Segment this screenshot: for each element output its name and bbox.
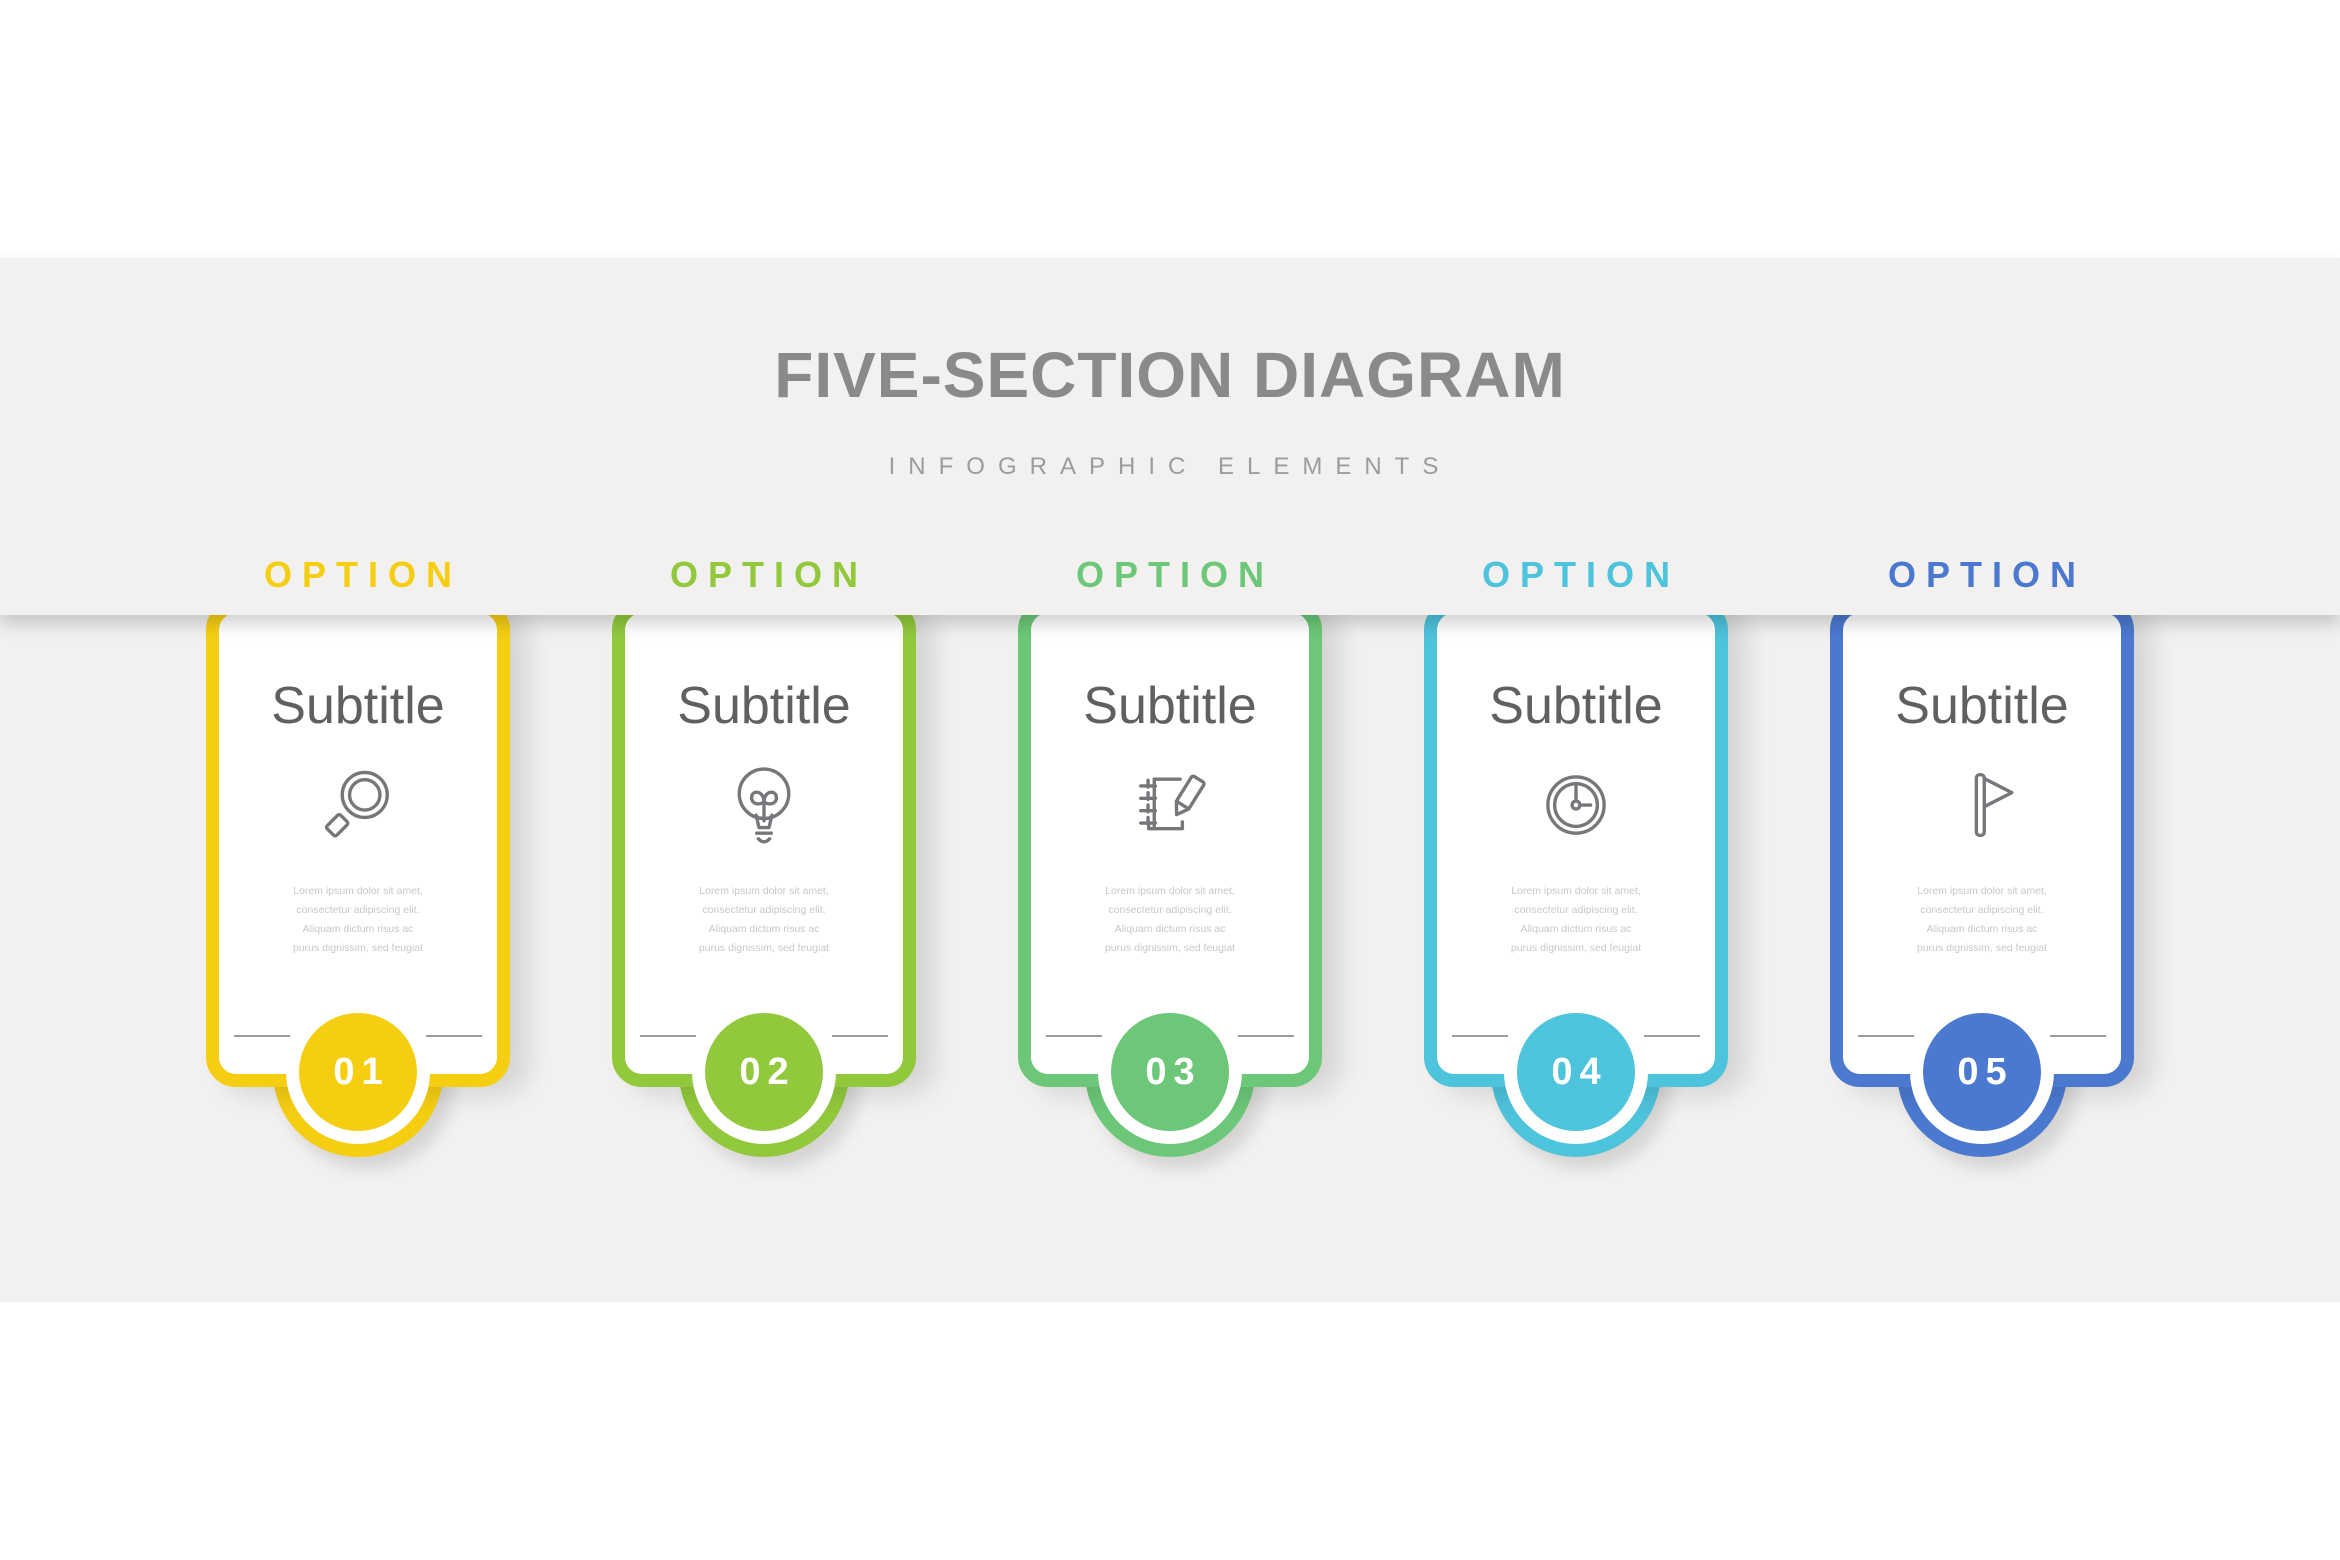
card-subtitle: Subtitle: [1083, 677, 1257, 735]
card-subtitle: Subtitle: [1895, 677, 2069, 735]
step-number-badge: 03: [1111, 1013, 1229, 1131]
card-subtitle: Subtitle: [271, 677, 445, 735]
step-number-badge: 05: [1923, 1013, 2041, 1131]
search-icon: [313, 760, 403, 850]
option-card-3: OPTION Subtitle Lorem ipsum dolor sit am…: [1018, 0, 1322, 1560]
divider-line: [1644, 1035, 1700, 1037]
divider-line: [2050, 1035, 2106, 1037]
divider-line: [234, 1035, 290, 1037]
step-number-badge: 01: [299, 1013, 417, 1131]
card-subtitle: Subtitle: [677, 677, 851, 735]
clock-icon: [1531, 760, 1621, 850]
option-card-5: OPTION Subtitle Lorem ipsum dolor sit am…: [1830, 0, 2134, 1560]
divider-line: [1046, 1035, 1102, 1037]
card-description: Lorem ipsum dolor sit amet, consectetur …: [1104, 885, 1236, 954]
divider-line: [1452, 1035, 1508, 1037]
option-label: OPTION: [263, 554, 462, 595]
step-number-badge: 04: [1517, 1013, 1635, 1131]
flag-icon: [1937, 760, 2027, 850]
option-label: OPTION: [1075, 554, 1274, 595]
card-description: Lorem ipsum dolor sit amet, consectetur …: [292, 885, 424, 954]
card-description: Lorem ipsum dolor sit amet, consectetur …: [1510, 885, 1642, 954]
lightbulb-icon: [719, 760, 809, 850]
card-description: Lorem ipsum dolor sit amet, consectetur …: [698, 885, 830, 954]
card-description: Lorem ipsum dolor sit amet, consectetur …: [1916, 885, 2048, 954]
option-label: OPTION: [1887, 554, 2086, 595]
notebook-pencil-icon: [1125, 760, 1215, 850]
option-card-1: OPTION Subtitle Lorem ipsum dolor sit am…: [206, 0, 510, 1560]
option-card-4: OPTION Subtitle Lorem ipsum dolor sit am…: [1424, 0, 1728, 1560]
divider-line: [1858, 1035, 1914, 1037]
header-shelf-band: FIVE-SECTION DIAGRAM INFOGRAPHIC ELEMENT…: [0, 258, 2340, 615]
divider-line: [1238, 1035, 1294, 1037]
divider-line: [640, 1035, 696, 1037]
option-card-2: OPTION Subtitle Lorem ipsum dolor sit am…: [612, 0, 916, 1560]
divider-line: [426, 1035, 482, 1037]
divider-line: [832, 1035, 888, 1037]
step-number-badge: 02: [705, 1013, 823, 1131]
card-subtitle: Subtitle: [1489, 677, 1663, 735]
option-label: OPTION: [1481, 554, 1680, 595]
option-label: OPTION: [669, 554, 868, 595]
page-title: FIVE-SECTION DIAGRAM: [774, 339, 1566, 411]
page-subtitle: INFOGRAPHIC ELEMENTS: [888, 453, 1452, 480]
